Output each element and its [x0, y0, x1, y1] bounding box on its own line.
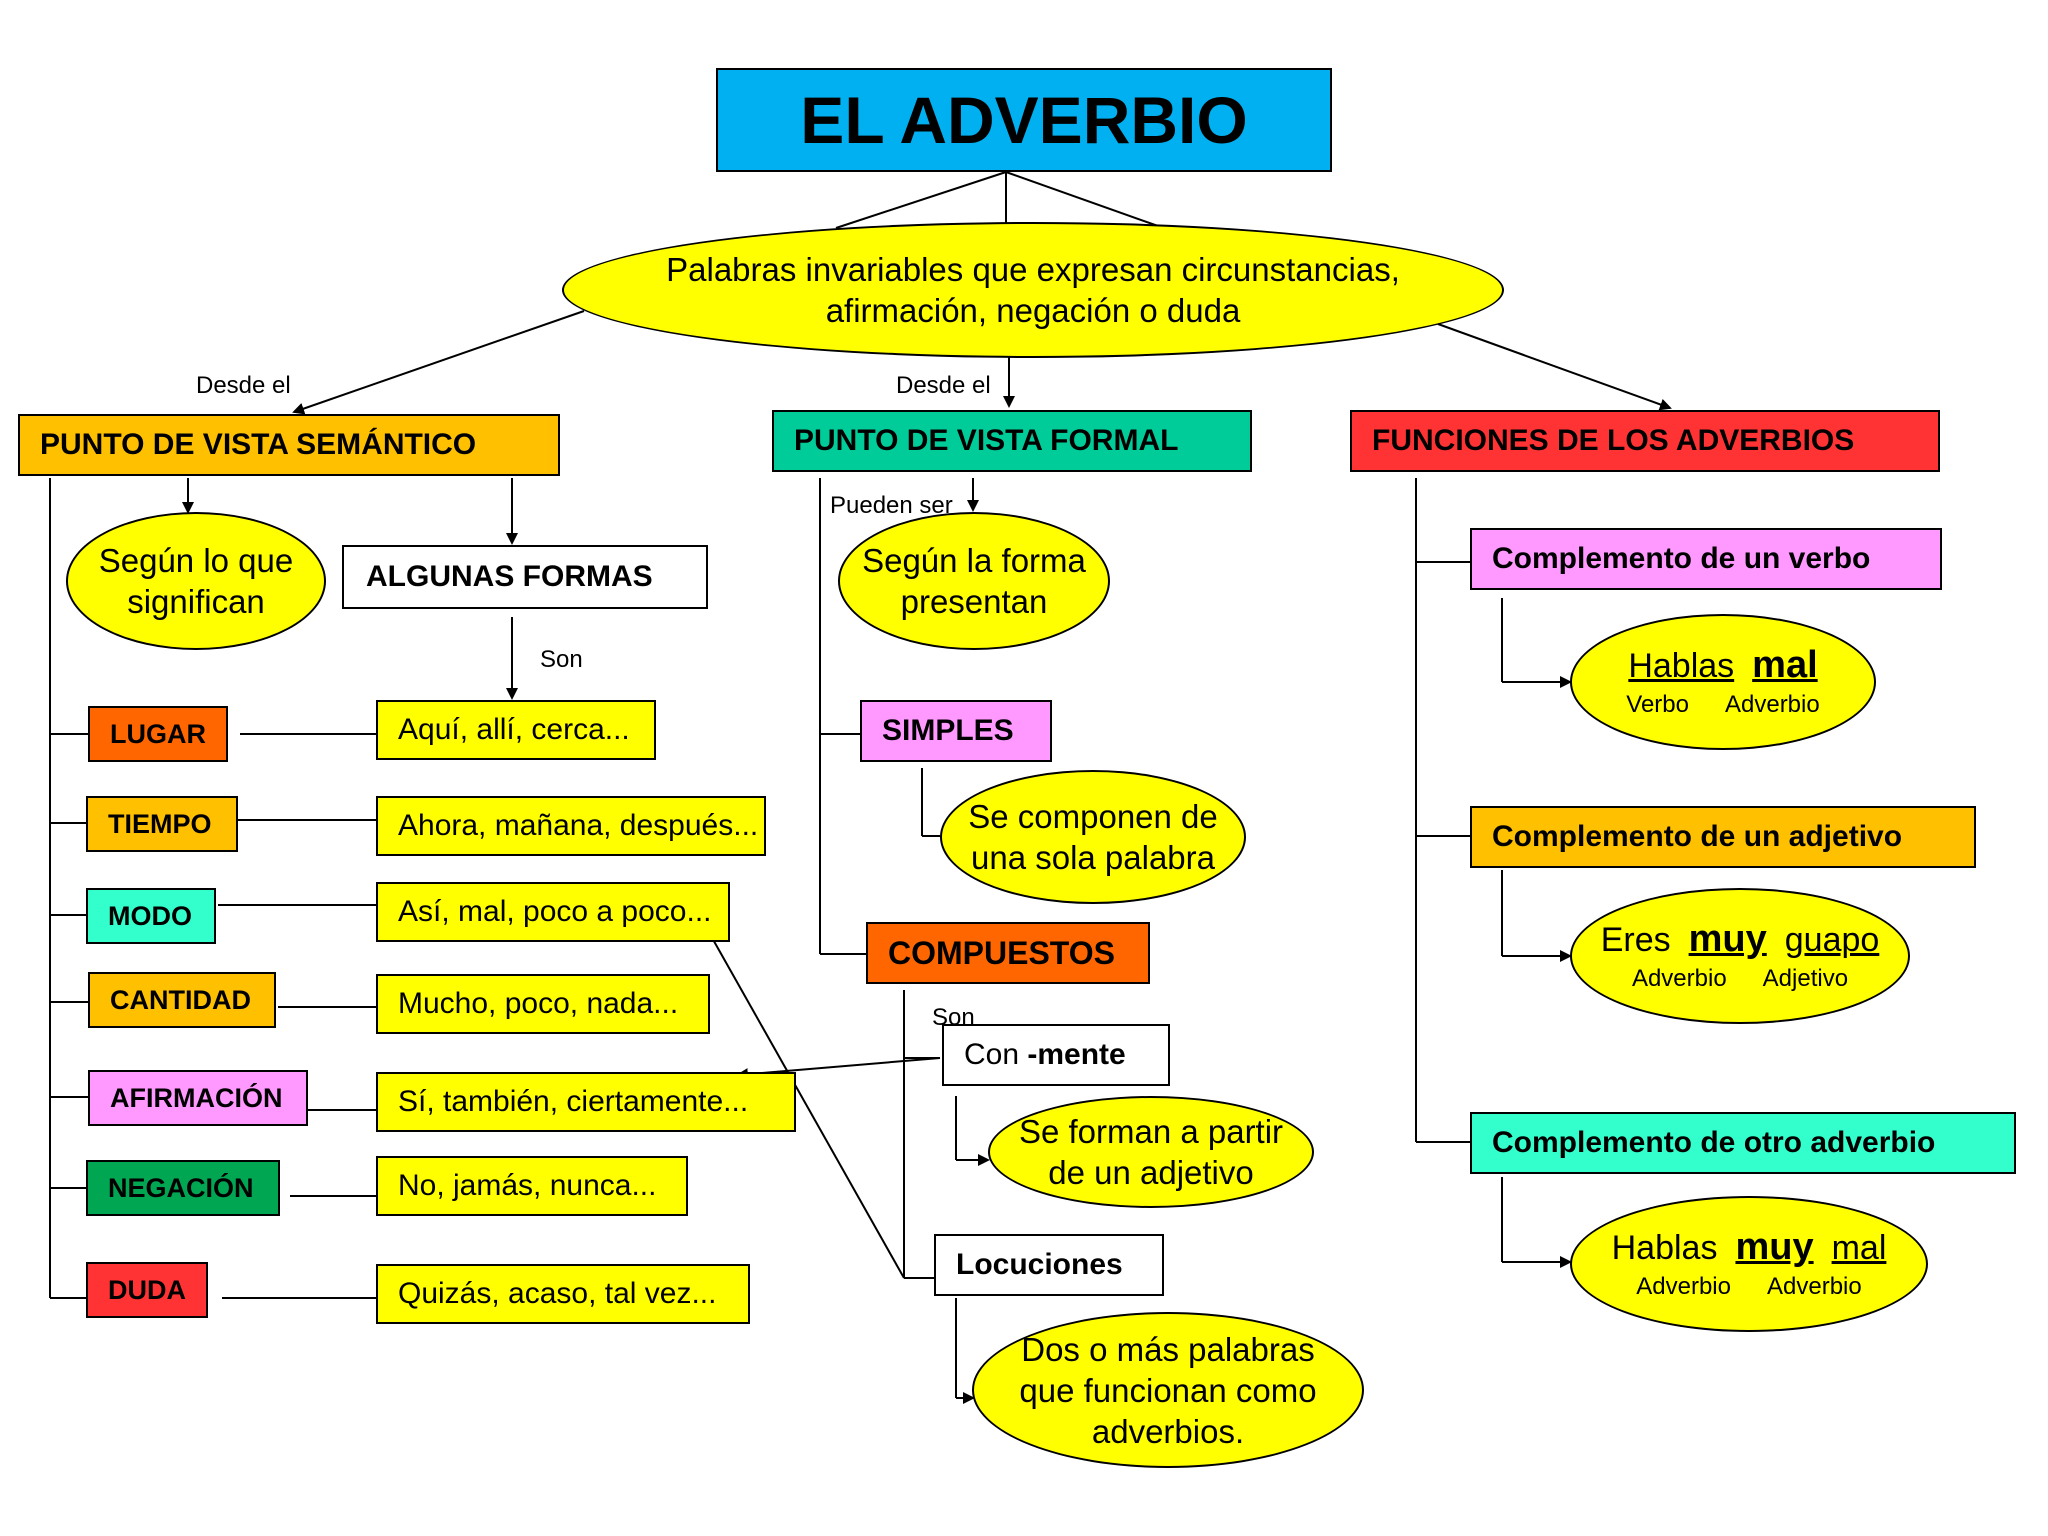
label-desde-el-formal: Desde el [896, 372, 991, 399]
semantic-oval: Según lo que significan [66, 512, 326, 650]
semantic-oval-line-2: significan [127, 583, 265, 620]
examples-negacion: No, jamás, nunca... [376, 1156, 688, 1216]
examples-modo: Así, mal, poco a poco... [376, 882, 730, 942]
semantic-header: PUNTO DE VISTA SEMÁNTICO [18, 414, 560, 476]
label-desde-el-semantico: Desde el [196, 372, 291, 399]
examples-duda: Quizás, acaso, tal vez... [376, 1264, 750, 1324]
locuciones-desc-line-2: que funcionan como [1019, 1371, 1317, 1409]
functions-header: FUNCIONES DE LOS ADVERBIOS [1350, 410, 1940, 472]
algunas-formas-box: ALGUNAS FORMAS [342, 545, 708, 609]
example-adjetivo-oval: Eres muy guapo Adverbio Adjetivo [1570, 888, 1910, 1024]
role-adverbio: Adverbio [1767, 1273, 1862, 1300]
type-cantidad: CANTIDAD [88, 972, 276, 1028]
function-adjetivo: Complemento de un adjetivo [1470, 806, 1976, 868]
word-muy: muy [1688, 918, 1767, 960]
con-mente-box: Con -mente [942, 1024, 1170, 1086]
examples-tiempo: Ahora, mañana, después... [376, 796, 766, 856]
definition-line-1: Palabras invariables que expresan circun… [666, 251, 1400, 288]
example-verbo-oval: Hablas mal Verbo Adverbio [1570, 614, 1876, 750]
word-guapo: guapo [1784, 921, 1880, 959]
label-son-formas: Son [540, 646, 583, 673]
definition-line-2: afirmación, negación o duda [825, 292, 1241, 329]
role-adverbio: Adverbio [1724, 691, 1820, 718]
semantic-oval-line-1: Según lo que [98, 542, 294, 579]
word-muy: muy [1735, 1226, 1814, 1268]
locuciones-box: Locuciones [934, 1234, 1164, 1296]
type-duda: DUDA [86, 1262, 208, 1318]
locuciones-desc-line-3: adverbios. [1091, 1412, 1245, 1450]
role-adverbio: Adverbio [1631, 965, 1727, 992]
role-adverbio: Adverbio [1636, 1273, 1731, 1300]
examples-cantidad: Mucho, poco, nada... [376, 974, 710, 1034]
word-mal: mal [1831, 1229, 1887, 1267]
locuciones-desc-line-1: Dos o más palabras [1021, 1330, 1315, 1368]
formal-oval: Según la forma presentan [838, 512, 1110, 650]
word-eres: Eres [1600, 921, 1671, 959]
example-adverbio-oval: Hablas muy mal Adverbio Adverbio [1570, 1196, 1928, 1332]
role-verbo: Verbo [1626, 691, 1689, 718]
type-modo: MODO [86, 888, 216, 944]
type-afirmacion: AFIRMACIÓN [88, 1070, 308, 1126]
function-verbo: Complemento de un verbo [1470, 528, 1942, 590]
type-negacion: NEGACIÓN [86, 1160, 280, 1216]
formal-oval-line-2: presentan [900, 583, 1048, 620]
definition-oval: Palabras invariables que expresan circun… [562, 222, 1504, 358]
mente-desc-line-1: Se forman a partir [1018, 1113, 1284, 1150]
word-hablas: Hablas [1611, 1229, 1718, 1267]
locuciones-desc-oval: Dos o más palabras que funcionan como ad… [972, 1312, 1364, 1468]
con-mente-suffix: -mente [1027, 1038, 1126, 1071]
page-title: EL ADVERBIO [716, 68, 1332, 172]
simples-desc-line-2: una sola palabra [970, 839, 1216, 876]
con-mente-prefix: Con [964, 1038, 1028, 1071]
formal-header: PUNTO DE VISTA FORMAL [772, 410, 1252, 472]
formal-oval-line-1: Según la forma [862, 542, 1086, 579]
examples-lugar: Aquí, allí, cerca... [376, 700, 656, 760]
simples-desc-line-1: Se componen de [968, 798, 1218, 835]
type-tiempo: TIEMPO [86, 796, 238, 852]
mente-desc-line-2: de un adjetivo [1048, 1154, 1254, 1191]
simples-desc-oval: Se componen de una sola palabra [940, 770, 1246, 904]
word-hablas: Hablas [1628, 647, 1735, 685]
type-lugar: LUGAR [88, 706, 228, 762]
examples-afirmacion: Sí, también, ciertamente... [376, 1072, 796, 1132]
word-mal: mal [1752, 644, 1818, 686]
mente-desc-oval: Se forman a partir de un adjetivo [988, 1096, 1314, 1208]
role-adjetivo: Adjetivo [1762, 965, 1849, 992]
function-adverbio: Complemento de otro adverbio [1470, 1112, 2016, 1174]
compuestos-box: COMPUESTOS [866, 922, 1150, 984]
simples-box: SIMPLES [860, 700, 1052, 762]
